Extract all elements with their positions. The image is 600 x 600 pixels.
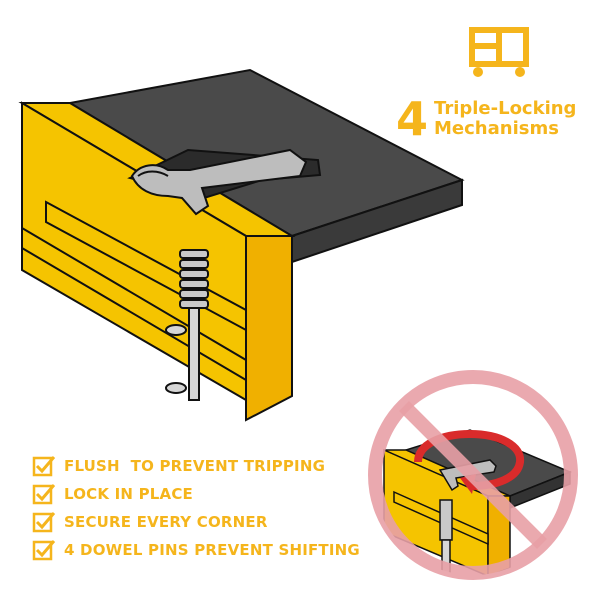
feature-label: FLUSH TO PREVENT TRIPPING <box>64 457 326 475</box>
spring <box>179 249 209 309</box>
pin-cross-2 <box>165 382 187 394</box>
cart-frame-icon <box>469 27 529 77</box>
checkbox-icon <box>32 484 56 505</box>
feature-label: SECURE EVERY CORNER <box>64 513 268 531</box>
feature-label: 4 DOWEL PINS PREVENT SHIFTING <box>64 541 360 559</box>
frame-side-face <box>245 235 293 422</box>
checkbox-icon <box>32 540 56 561</box>
no-symbol-icon <box>368 370 578 580</box>
headline-number: 4 <box>396 92 429 146</box>
feature-item: SECURE EVERY CORNER <box>32 508 360 536</box>
feature-item: 4 DOWEL PINS PREVENT SHIFTING <box>32 536 360 564</box>
feature-label: LOCK IN PLACE <box>64 485 194 503</box>
latch-lever <box>130 148 308 216</box>
feature-item: FLUSH TO PREVENT TRIPPING <box>32 452 360 480</box>
headline-line-1: Triple-Locking <box>434 98 577 119</box>
checkbox-icon <box>32 512 56 533</box>
pin-rod <box>188 307 200 401</box>
checkbox-icon <box>32 456 56 477</box>
headline-line-2: Mechanisms <box>434 118 559 139</box>
feature-item: LOCK IN PLACE <box>32 480 360 508</box>
headline: 4 Triple-Locking Mechanisms <box>396 96 576 142</box>
pin-cross-1 <box>165 324 187 336</box>
headline-text: Triple-Locking Mechanisms <box>434 99 576 139</box>
feature-list: FLUSH TO PREVENT TRIPPING LOCK IN PLACE … <box>32 452 360 564</box>
